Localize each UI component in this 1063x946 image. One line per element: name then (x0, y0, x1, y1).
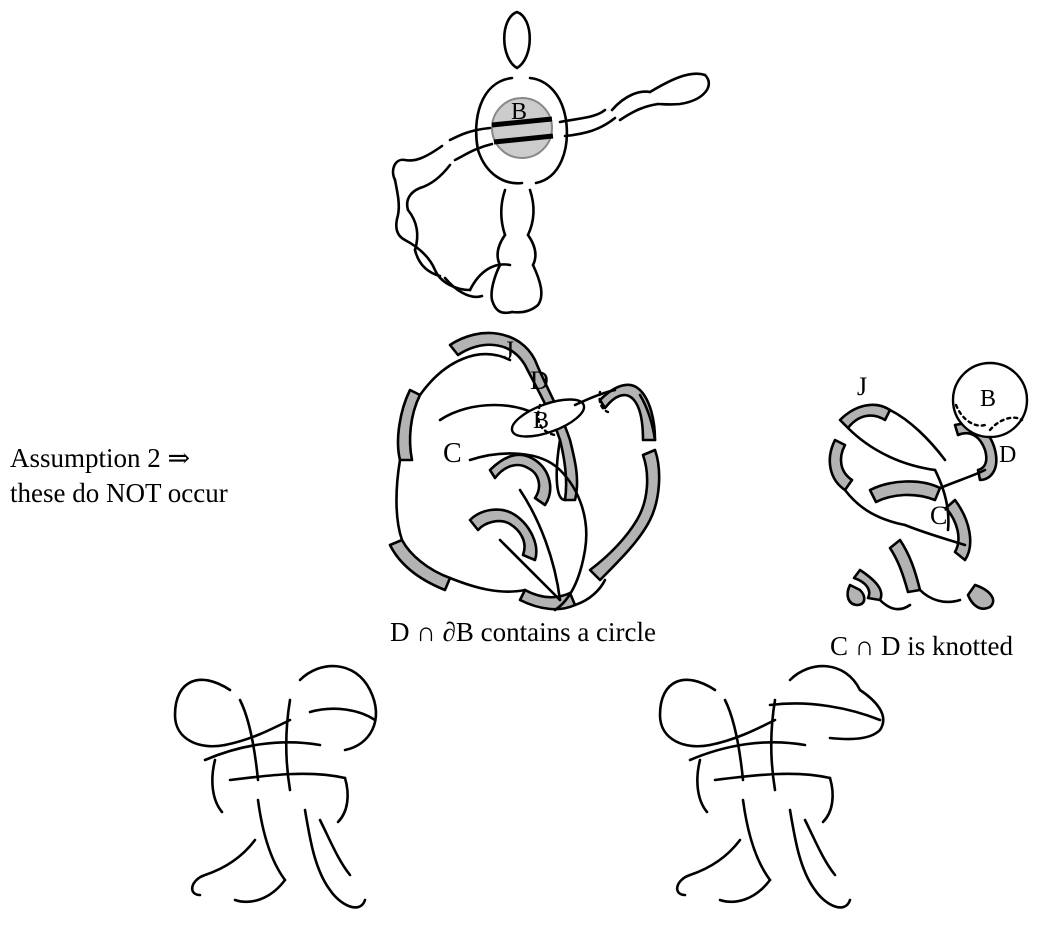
bottom-right-knot-diagram (658, 664, 885, 909)
right-b-label: B (980, 386, 996, 412)
assumption-note: Assumption 2 ⇒ these do NOT occur (10, 441, 310, 511)
middle-d-label: D (530, 366, 549, 395)
assumption-line-2: these do NOT occur (10, 478, 228, 508)
disk-b-ellipse (510, 398, 586, 438)
right-caption: C ∩ D is knotted (830, 631, 1014, 661)
ball-strand-lower (493, 133, 554, 145)
right-j-label: J (857, 372, 867, 401)
assumption-line-1: Assumption 2 ⇒ (10, 443, 191, 473)
top-ball-label: B (511, 99, 527, 125)
ball-strand-upper (491, 116, 553, 128)
middle-knot-diagram (388, 331, 661, 612)
bottom-left-knot-diagram (173, 664, 378, 909)
middle-c-label: C (443, 438, 462, 469)
right-c-label: C (930, 501, 947, 530)
middle-caption: D ∩ ∂B contains a circle (390, 617, 656, 647)
middle-b-label: B (533, 408, 549, 434)
right-d-label: D (999, 442, 1016, 468)
right-knot-diagram (828, 361, 1029, 611)
top-knot-diagram (391, 10, 711, 315)
middle-j-label: J (504, 336, 514, 365)
